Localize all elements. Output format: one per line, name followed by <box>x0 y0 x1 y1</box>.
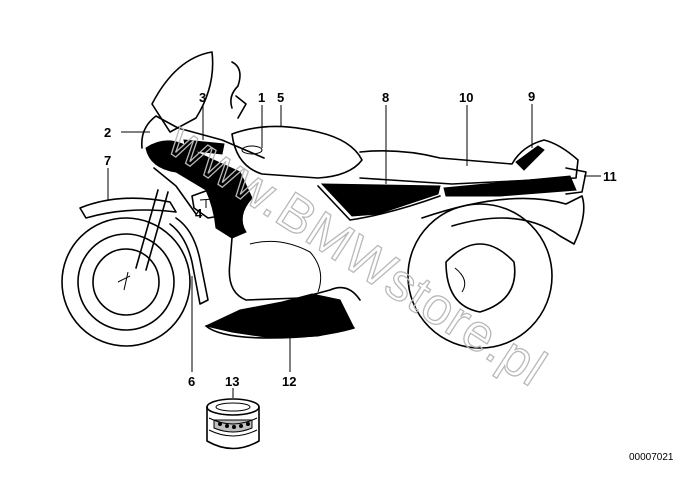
callout-3: 3 <box>199 90 206 105</box>
watermark-text: www.BMWstore.pl <box>158 111 557 398</box>
callout-labels: 1 2 3 4 5 6 7 8 9 10 11 12 13 <box>104 89 617 389</box>
tail-end <box>565 167 587 195</box>
leader-lines <box>107 104 601 398</box>
seat <box>359 139 579 185</box>
windscreen <box>151 51 214 133</box>
rear-wheel <box>407 203 553 349</box>
mirror-trim <box>183 139 225 155</box>
drawing-code: 00007021 <box>629 452 674 463</box>
side-panel-piece <box>191 187 237 219</box>
front-fender <box>79 197 177 219</box>
lower-fairing <box>228 237 361 301</box>
lower-fairing-trim <box>204 293 355 339</box>
callout-6: 6 <box>188 374 195 389</box>
callout-10: 10 <box>459 90 473 105</box>
grommet-part <box>206 398 260 450</box>
front-inner-panel <box>169 217 209 305</box>
motorcycle-illustration <box>61 51 587 349</box>
callout-2: 2 <box>104 125 111 140</box>
tail-side-stripe <box>443 175 577 197</box>
front-wheel <box>61 217 191 347</box>
callout-8: 8 <box>382 90 389 105</box>
front-fork <box>135 189 169 271</box>
callout-12: 12 <box>282 374 296 389</box>
tail-trim <box>515 145 545 171</box>
side-cover-stripe <box>320 183 441 217</box>
callout-11: 11 <box>603 169 617 184</box>
callout-13: 13 <box>225 374 239 389</box>
callout-7: 7 <box>104 153 111 168</box>
callout-9: 9 <box>528 89 535 104</box>
fuel-tank <box>231 125 363 179</box>
callout-1: 1 <box>258 90 265 105</box>
rear-fender <box>421 195 585 245</box>
callout-5: 5 <box>277 90 284 105</box>
callout-4: 4 <box>195 206 203 221</box>
